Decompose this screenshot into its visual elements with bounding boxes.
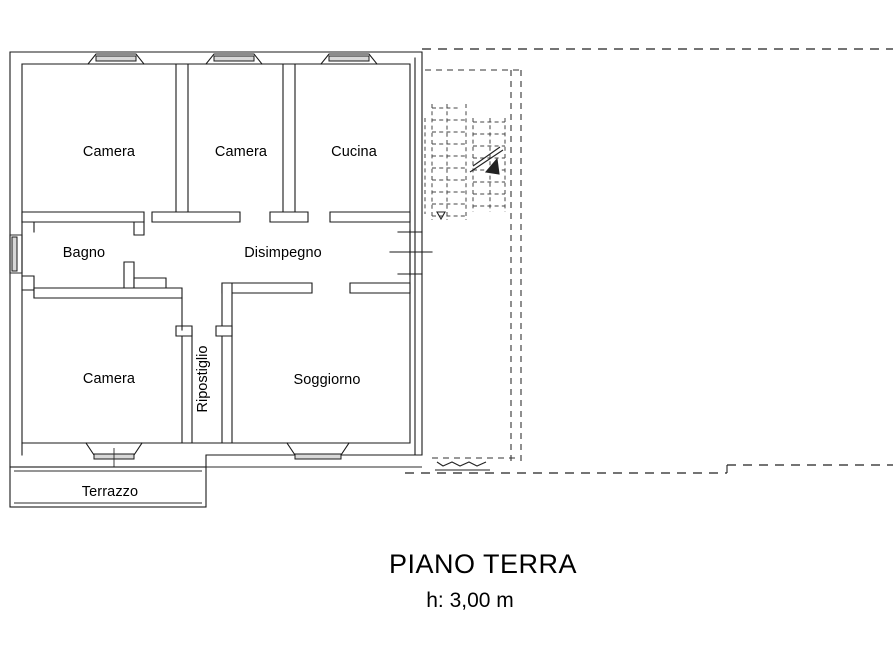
room-label-bagno: Bagno: [63, 245, 105, 261]
plan-height-note: h: 3,00 m: [426, 589, 514, 612]
staircase-dashed-block: [424, 104, 506, 221]
terrazzo-inner-lines: [14, 470, 202, 504]
boundary-zigzag-detail: [436, 461, 487, 467]
windows-bottom-wall: [85, 442, 422, 482]
room-label-cucina: Cucina: [331, 144, 378, 160]
title-block: PIANO TERRA h: 3,00 m: [389, 549, 577, 612]
window-cucina: [320, 53, 378, 65]
stair-treads-left: [432, 107, 466, 217]
room-label-camera-3: Camera: [83, 371, 136, 387]
window-soggiorno-bottom: [286, 442, 350, 460]
wall-ripostiglio-jamb-right: [215, 325, 233, 337]
windows-top-wall: [87, 53, 378, 65]
interior-walls: [21, 63, 411, 444]
wall-soggiorno-left: [221, 282, 233, 444]
wall-ripostiglio-jamb-left: [175, 325, 193, 337]
adjacent-property-outline: [405, 48, 893, 474]
wall-bagno-left-step-low: [21, 275, 35, 291]
wall-stub-camera2-top: [151, 211, 241, 223]
room-label-soggiorno: Soggiorno: [293, 372, 360, 388]
room-label-terrazzo: Terrazzo: [82, 484, 138, 500]
wall-bagno-left-step: [21, 221, 35, 233]
entry-door-disimpegno: [389, 229, 433, 277]
wall-camera1-camera2: [175, 63, 189, 213]
stair-treads-right: [473, 121, 505, 207]
window-bagno-left: [9, 234, 23, 274]
terrazzo-slab: [9, 466, 207, 508]
wall-cucina-bottom: [329, 211, 411, 223]
wall-jamb-bagno-right: [133, 221, 145, 236]
wall-disimpegno-bottom-left: [221, 282, 313, 294]
room-label-camera-2: Camera: [215, 144, 268, 160]
room-label-ripostiglio: Ripostiglio: [195, 346, 211, 413]
wall-camera3-top: [33, 287, 183, 299]
stair-down-arrow: [436, 211, 446, 221]
room-label-disimpegno: Disimpegno: [244, 245, 322, 261]
plan-title: PIANO TERRA: [389, 549, 577, 579]
stair-direction-arrow: [469, 146, 504, 175]
room-labels: Camera Camera Cucina Bagno Disimpegno Ca…: [63, 144, 378, 500]
stair-stringer-left: [431, 104, 467, 220]
window-camera-1: [87, 53, 145, 65]
wall-camera2-cucina: [282, 63, 296, 213]
window-camera-2: [205, 53, 263, 65]
room-label-camera-1: Camera: [83, 144, 136, 160]
terrazzo-outline: [9, 466, 207, 508]
wall-disimpegno-bottom-right: [349, 282, 411, 294]
wall-camera1-bottom: [21, 211, 145, 223]
wall-stub-cucina-left: [269, 211, 309, 223]
wall-ripostiglio-left: [181, 329, 193, 444]
stair-stringer-right: [472, 118, 506, 212]
